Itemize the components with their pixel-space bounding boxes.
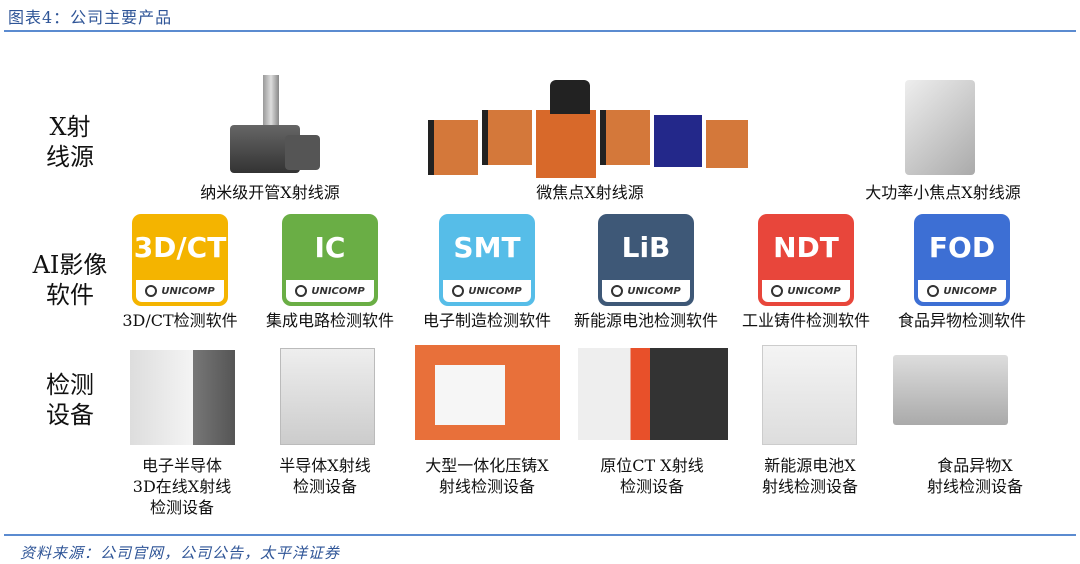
tile-code: FOD [928, 230, 996, 264]
unicomp-logo-icon [295, 285, 308, 297]
unicomp-logo-icon [145, 285, 158, 297]
caption-microfocus-source: 微焦点X射线源 [536, 183, 644, 202]
caption-software: 工业铸件检测软件 [741, 311, 870, 330]
unicomp-logo-icon [771, 285, 784, 297]
tile-code: 3D/CT [133, 230, 227, 264]
software-tile-smt: SMT UNICOMP [439, 214, 535, 306]
caption-software: 食品异物检测软件 [897, 311, 1026, 330]
brand-label: UNICOMP [468, 285, 522, 297]
software-tile-lib: LiB UNICOMP [598, 214, 694, 306]
caption-software: 3D/CT检测软件 [122, 311, 238, 330]
unicomp-logo-icon [927, 285, 940, 297]
caption-high-power-source: 大功率小焦点X射线源 [865, 183, 1021, 202]
equipment-image-semiconductor-3d [130, 350, 235, 445]
equipment-image-food [893, 355, 1008, 425]
microfocus-xray-sources-image [428, 80, 748, 180]
unicomp-logo-icon [452, 285, 465, 297]
caption-software: 电子制造检测软件 [422, 311, 551, 330]
software-tile-ic: IC UNICOMP [282, 214, 378, 306]
high-power-xray-source-image [905, 80, 975, 175]
brand-label: UNICOMP [161, 285, 215, 297]
tile-code: LiB [621, 230, 671, 264]
caption-nano-source: 纳米级开管X射线源 [200, 183, 340, 202]
source-note: 资料来源：公司官网，公司公告，太平洋证券 [20, 544, 341, 562]
brand-label: UNICOMP [311, 285, 365, 297]
tile-code: IC [314, 230, 346, 264]
equipment-image-battery [762, 345, 857, 445]
nano-xray-source-image [225, 75, 325, 180]
row-label-equipment: 检测 设备 [46, 371, 94, 429]
brand-label: UNICOMP [787, 285, 841, 297]
figure-title: 图表4：公司主要产品 [8, 8, 173, 27]
equipment-image-die-casting [415, 345, 560, 440]
row-label-software: AI影像 软件 [32, 251, 108, 309]
tile-code: NDT [773, 230, 839, 264]
caption-software: 集成电路检测软件 [265, 311, 394, 330]
top-divider [4, 30, 1076, 32]
brand-label: UNICOMP [627, 285, 681, 297]
software-tile-ndt: NDT UNICOMP [758, 214, 854, 306]
bottom-divider [4, 534, 1076, 536]
caption-equipment: 原位CT X射线检测设备 [600, 456, 704, 496]
software-tile-3dct: 3D/CT UNICOMP [132, 214, 228, 306]
unicomp-logo-icon [611, 285, 624, 297]
caption-equipment: 半导体X射线检测设备 [279, 456, 371, 496]
row-label-xray: X射 线源 [46, 113, 94, 171]
equipment-image-semiconductor [280, 348, 375, 445]
tile-code: SMT [453, 230, 521, 264]
software-tile-fod: FOD UNICOMP [914, 214, 1010, 306]
equipment-image-in-situ-ct [578, 348, 728, 440]
brand-label: UNICOMP [943, 285, 997, 297]
caption-software: 新能源电池检测软件 [573, 311, 718, 330]
